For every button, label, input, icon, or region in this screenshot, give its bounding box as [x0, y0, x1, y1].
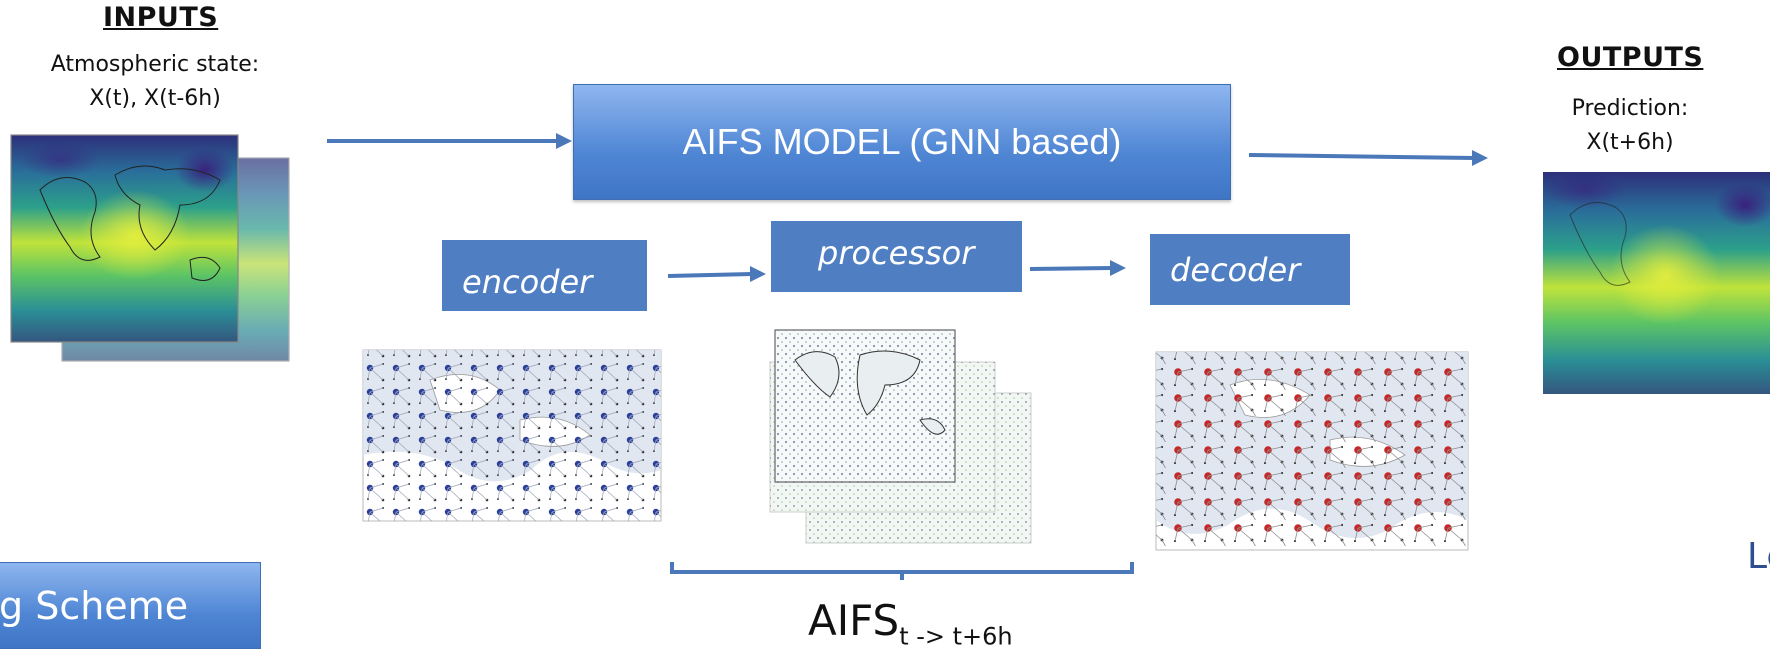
outputs-caption-line2: X(t+6h): [1586, 130, 1674, 155]
outputs-caption-line1: Prediction:: [1571, 96, 1689, 121]
outputs-caption: Prediction: X(t+6h): [1560, 92, 1700, 160]
processor-label: processor: [818, 233, 975, 272]
aifs-time-label: AIFSt -> t+6h: [808, 596, 1013, 650]
encoder-mesh: [362, 349, 662, 522]
scheme-box: g Scheme: [0, 562, 261, 649]
output-arrow: [1248, 153, 1476, 160]
output-map: [1543, 172, 1770, 394]
inputs-heading: INPUTS: [103, 2, 219, 33]
aifs-base: AIFS: [808, 596, 900, 645]
processor-box: processor: [771, 221, 1022, 292]
aifs-subscript: t -> t+6h: [899, 622, 1013, 650]
aifs-model-box: AIFS MODEL (GNN based): [573, 84, 1231, 200]
inputs-caption-line2: X(t), X(t-6h): [89, 86, 221, 111]
encoder-box: encoder: [442, 240, 647, 311]
encoder-arrow: [667, 272, 753, 278]
decoder-box: decoder: [1150, 234, 1350, 305]
encoder-label: encoder: [462, 262, 593, 301]
inputs-caption: Atmospheric state: X(t), X(t-6h): [20, 48, 290, 116]
input-map-front: [10, 134, 239, 343]
processor-arrow: [1029, 266, 1113, 271]
right-edge-text: Le: [1747, 536, 1770, 577]
processor-mesh: [769, 329, 1032, 544]
decoder-label: decoder: [1170, 250, 1301, 289]
decoder-mesh: [1155, 351, 1469, 551]
aifs-bracket: [670, 562, 1134, 580]
outputs-heading: OUTPUTS: [1557, 42, 1704, 73]
scheme-label: g Scheme: [0, 583, 189, 628]
inputs-caption-line1: Atmospheric state:: [50, 52, 260, 77]
arrows: [327, 133, 1488, 282]
aifs-model-label: AIFS MODEL (GNN based): [682, 121, 1122, 162]
